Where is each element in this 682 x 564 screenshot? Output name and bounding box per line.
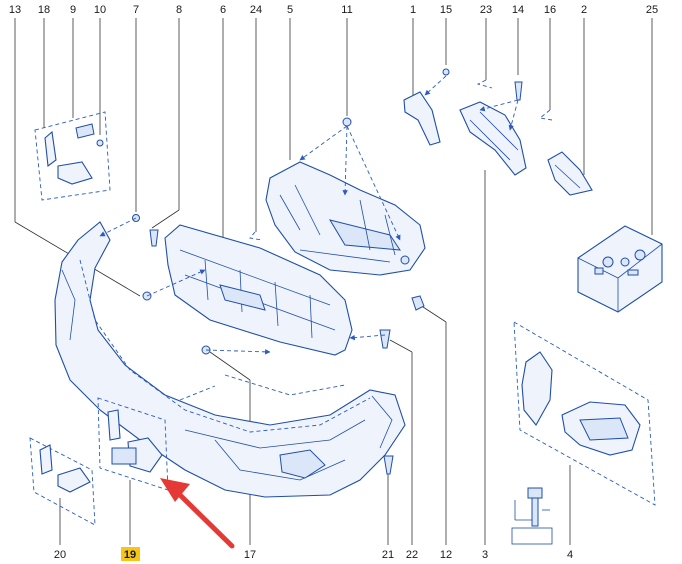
callout-22: 22 bbox=[406, 549, 418, 561]
callouts-bottom: 20 19 17 21 22 12 3 4 bbox=[54, 547, 573, 561]
leader-lines bbox=[14, 18, 653, 545]
air-duct bbox=[265, 161, 426, 276]
callout-18: 18 bbox=[38, 4, 50, 16]
bolt-detail-icon bbox=[511, 487, 553, 545]
callout-25: 25 bbox=[646, 4, 658, 16]
callout-5: 5 bbox=[287, 4, 293, 16]
assembly-connectors bbox=[99, 75, 553, 355]
callout-24: 24 bbox=[250, 4, 262, 16]
callout-highlight bbox=[121, 547, 140, 561]
callout-11: 11 bbox=[341, 4, 352, 16]
bumper bbox=[54, 221, 406, 498]
callout-19: 19 bbox=[124, 549, 136, 561]
callout-21: 21 bbox=[382, 549, 394, 561]
fender-brackets bbox=[403, 91, 593, 196]
callout-2: 2 bbox=[581, 4, 587, 16]
callout-9: 9 bbox=[70, 4, 76, 16]
headlight-group bbox=[513, 321, 656, 506]
bumper-support bbox=[164, 224, 353, 356]
callouts-left: 13 bbox=[9, 4, 21, 16]
fog-bracket-left bbox=[29, 437, 96, 526]
callout-14: 14 bbox=[512, 4, 524, 16]
callout-10: 10 bbox=[94, 4, 106, 16]
callout-13: 13 bbox=[9, 4, 21, 16]
callout-7: 7 bbox=[133, 4, 139, 16]
callout-3: 3 bbox=[482, 549, 488, 561]
callout-15: 15 bbox=[440, 4, 452, 16]
left-hardware bbox=[34, 111, 111, 201]
callout-8: 8 bbox=[176, 4, 182, 16]
callout-4: 4 bbox=[567, 549, 573, 561]
callout-12: 12 bbox=[440, 549, 452, 561]
pointer-arrow bbox=[160, 478, 235, 549]
callout-6: 6 bbox=[220, 4, 226, 16]
callouts-top: 18 9 10 7 8 6 24 5 11 1 15 23 14 16 2 25 bbox=[38, 4, 658, 16]
callout-20: 20 bbox=[54, 549, 66, 561]
callout-23: 23 bbox=[480, 4, 492, 16]
callout-17: 17 bbox=[244, 549, 256, 561]
parts-box-icon bbox=[577, 225, 663, 313]
callout-16: 16 bbox=[544, 4, 556, 16]
callout-1: 1 bbox=[410, 4, 416, 16]
